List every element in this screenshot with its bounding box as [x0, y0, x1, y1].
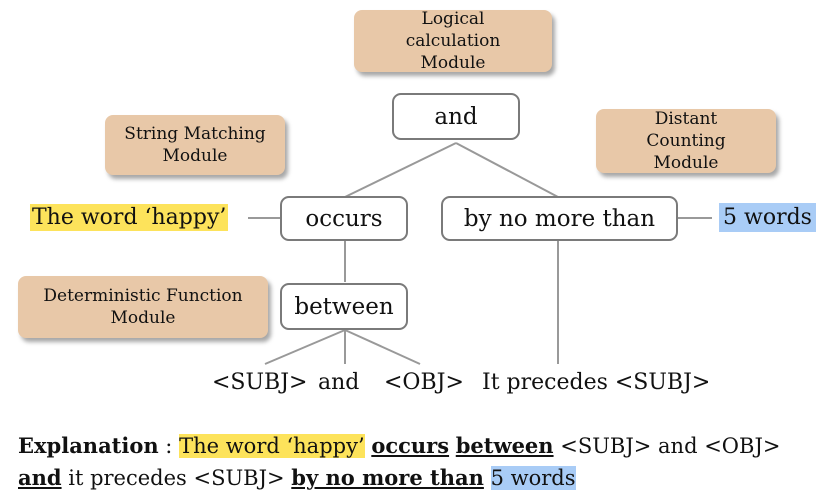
node-label: between [294, 293, 394, 320]
leaf-subj: <SUBJ> [212, 370, 308, 395]
node-label: occurs [305, 205, 383, 232]
logical-calculation-module: Logical calculation Module [354, 9, 552, 73]
module-label: Distant Counting Module [646, 109, 726, 173]
deterministic-function-module: Deterministic Function Module [18, 276, 268, 338]
node-occurs: occurs [280, 196, 408, 241]
leaf-word-happy: The word ‘happy’ [30, 204, 229, 231]
explanation-colon: : [158, 434, 180, 458]
node-label: by no more than [463, 205, 656, 232]
explanation-five-words: 5 words [490, 466, 576, 490]
edge-and-bynomorethan [455, 142, 559, 198]
explanation-line-1: Explanation : The word ‘happy’ occurs be… [18, 433, 780, 458]
node-by-no-more-than: by no more than [441, 196, 678, 241]
leaf-five-words: 5 words [719, 203, 816, 232]
distant-counting-module: Distant Counting Module [596, 109, 776, 173]
node-between: between [280, 283, 408, 330]
leaf-it-precedes-subj: It precedes <SUBJ> [482, 370, 711, 395]
leaf-and: and [318, 370, 360, 395]
explanation-occurs: occurs [371, 433, 450, 458]
explanation-text-2: it precedes <SUBJ> [61, 466, 292, 490]
explanation-word-happy: The word ‘happy’ [179, 434, 365, 458]
explanation-label: Explanation [18, 433, 159, 458]
module-label: Deterministic Function Module [43, 286, 243, 328]
explanation-text-1: <SUBJ> and <OBJ> [553, 434, 781, 458]
leaf-obj: <OBJ> [384, 370, 464, 395]
node-and: and [392, 93, 520, 140]
explanation-between: between [455, 433, 554, 458]
explanation-and: and [18, 465, 62, 490]
explanation-line-2: and it precedes <SUBJ> by no more than 5… [18, 465, 576, 490]
module-label: String Matching Module [124, 124, 266, 166]
explanation-by-no-more-than: by no more than [291, 465, 484, 490]
edge-between-subj [264, 329, 346, 365]
edge-between-obj [344, 329, 421, 365]
edge-and-occurs [344, 142, 457, 198]
node-label: and [434, 103, 478, 130]
module-label: Logical calculation Module [405, 9, 501, 73]
string-matching-module: String Matching Module [105, 115, 285, 175]
